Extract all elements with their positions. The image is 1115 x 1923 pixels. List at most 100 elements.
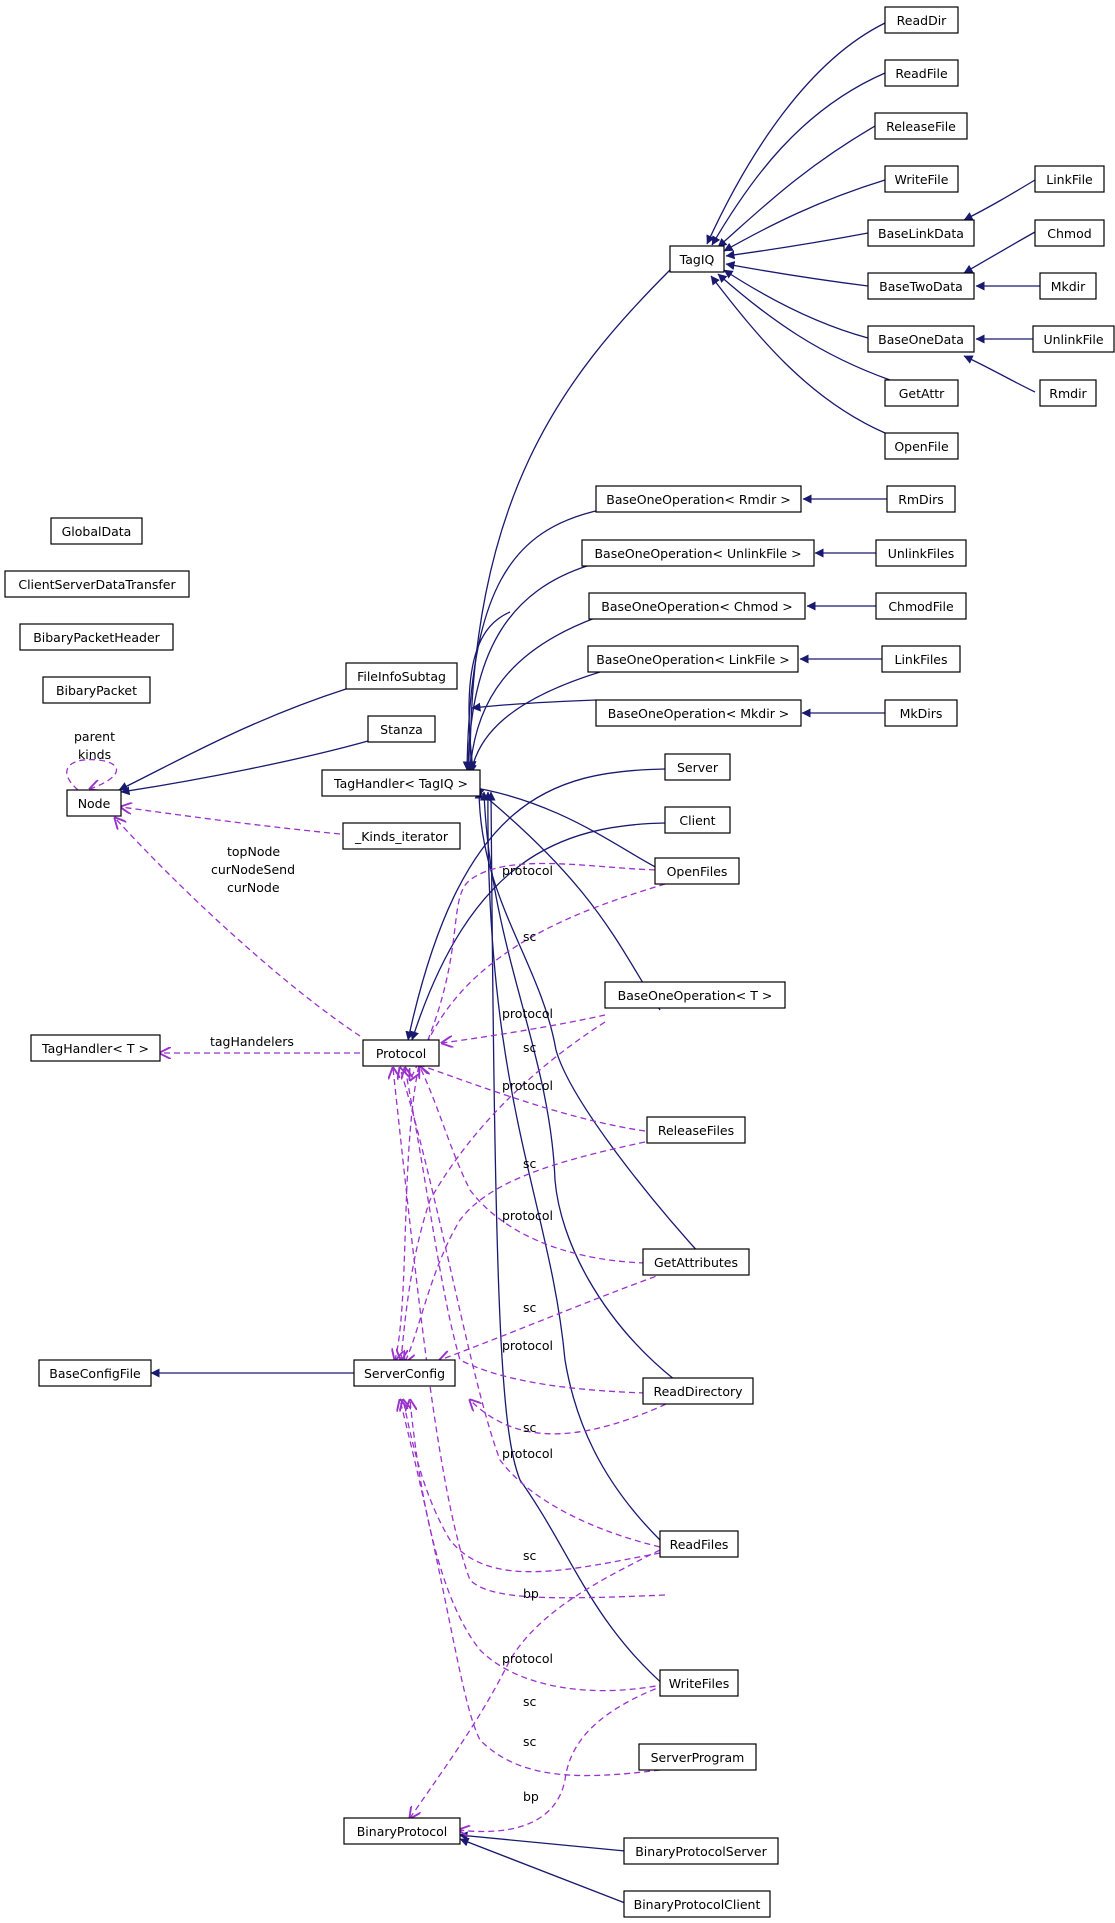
node-BaseOneOpUnlink[interactable]: BaseOneOperation< UnlinkFile > <box>581 539 815 567</box>
edge-label-kinds: kinds <box>78 747 111 762</box>
inheritance-edges <box>118 22 1040 1904</box>
node-label: BaseOneData <box>878 332 964 347</box>
node-WriteFiles[interactable]: WriteFiles <box>659 1669 739 1697</box>
node-label: MkDirs <box>900 706 943 721</box>
edge-label-protocol: protocol <box>502 1338 553 1353</box>
node-label: Rmdir <box>1049 386 1087 401</box>
edge-label-sc: sc <box>523 1420 537 1435</box>
node-BaseOneOpT[interactable]: BaseOneOperation< T > <box>604 981 786 1009</box>
node-label: BaseOneOperation< Mkdir > <box>608 706 790 721</box>
node-label: UnlinkFile <box>1043 332 1103 347</box>
node-LinkFiles[interactable]: LinkFiles <box>881 645 961 673</box>
node-WriteFile[interactable]: WriteFile <box>884 165 959 193</box>
node-Chmod[interactable]: Chmod <box>1034 219 1105 247</box>
node-Node[interactable]: Node <box>66 789 122 817</box>
node-BinaryProtocolClient[interactable]: BinaryProtocolClient <box>623 1890 771 1918</box>
edge-label-curnode: curNode <box>227 880 280 895</box>
node-label: BinaryProtocol <box>357 1824 448 1839</box>
node-label: Chmod <box>1047 226 1091 241</box>
node-label: ClientServerDataTransfer <box>18 577 176 592</box>
node-OpenFiles[interactable]: OpenFiles <box>654 857 740 885</box>
node-ReadDir[interactable]: ReadDir <box>884 6 959 34</box>
edge-label-topnode: topNode <box>227 844 280 859</box>
node-TagHandlerTagIQ[interactable]: TagHandler< TagIQ > <box>321 769 481 797</box>
node-Stanza[interactable]: Stanza <box>367 715 436 743</box>
node-BaseOneOpRmdir[interactable]: BaseOneOperation< Rmdir > <box>595 485 802 513</box>
edge-label-protocol: protocol <box>502 1208 553 1223</box>
node-BaseLinkData[interactable]: BaseLinkData <box>867 219 975 247</box>
node-MkDirs[interactable]: MkDirs <box>884 699 958 727</box>
node-ReleaseFiles[interactable]: ReleaseFiles <box>646 1116 746 1144</box>
node-label: Client <box>679 813 715 828</box>
node-ClientServerDataTransfer[interactable]: ClientServerDataTransfer <box>4 570 190 598</box>
node-ServerProgram[interactable]: ServerProgram <box>638 1743 757 1771</box>
edge-label-sc: sc <box>523 1300 537 1315</box>
edge-label-bp: bp <box>523 1789 539 1804</box>
node-UnlinkFiles[interactable]: UnlinkFiles <box>875 539 967 567</box>
edge-label-sc: sc <box>523 929 537 944</box>
node-label: UnlinkFiles <box>888 546 955 561</box>
node-BaseOneData[interactable]: BaseOneData <box>867 325 975 353</box>
node-BibaryPacket[interactable]: BibaryPacket <box>42 676 151 704</box>
node-BaseOneOpChmod[interactable]: BaseOneOperation< Chmod > <box>588 592 806 620</box>
node-label: ServerConfig <box>364 1366 445 1381</box>
node-ReadFiles[interactable]: ReadFiles <box>659 1530 739 1558</box>
node-Server[interactable]: Server <box>664 753 731 781</box>
node-RmDirs[interactable]: RmDirs <box>886 485 956 513</box>
node-label: GetAttr <box>899 386 945 401</box>
edge-label-protocol: protocol <box>502 1078 553 1093</box>
node-OpenFile[interactable]: OpenFile <box>884 432 959 460</box>
node-label: OpenFile <box>894 439 949 454</box>
node-GlobalData[interactable]: GlobalData <box>50 517 143 545</box>
edge-label-curnodesend: curNodeSend <box>211 862 295 877</box>
node-Protocol[interactable]: Protocol <box>362 1039 440 1067</box>
node-UnlinkFile[interactable]: UnlinkFile <box>1032 325 1115 353</box>
node-label: BinaryProtocolClient <box>634 1897 761 1912</box>
node-ServerConfig[interactable]: ServerConfig <box>353 1359 456 1387</box>
node-Rmdir[interactable]: Rmdir <box>1039 379 1097 407</box>
node-label: OpenFiles <box>667 864 728 879</box>
edge-label-bp: bp <box>523 1586 539 1601</box>
node-ReleaseFile[interactable]: ReleaseFile <box>874 112 968 140</box>
edge-label-parent: parent <box>74 729 115 744</box>
node-ChmodFile[interactable]: ChmodFile <box>875 592 967 620</box>
node-TagHandlerT[interactable]: TagHandler< T > <box>30 1034 161 1062</box>
node-BaseOneOpMkdir[interactable]: BaseOneOperation< Mkdir > <box>595 699 802 727</box>
node-BaseOneOpLink[interactable]: BaseOneOperation< LinkFile > <box>587 645 799 673</box>
node-Client[interactable]: Client <box>664 806 731 834</box>
node-label: WriteFile <box>895 172 949 187</box>
edge-label-protocol: protocol <box>502 863 553 878</box>
node-label: BibaryPacketHeader <box>33 630 160 645</box>
node-ReadDirectory[interactable]: ReadDirectory <box>642 1377 754 1405</box>
node-label: TagHandler< T > <box>41 1041 149 1056</box>
edge-labels: parent kinds topNode curNodeSend curNode… <box>74 729 553 1804</box>
node-label: GetAttributes <box>654 1255 738 1270</box>
node-BinaryProtocol[interactable]: BinaryProtocol <box>343 1817 461 1845</box>
node-GetAttr[interactable]: GetAttr <box>884 379 959 407</box>
edge-label-protocol: protocol <box>502 1006 553 1021</box>
node-KindsIterator[interactable]: _Kinds_iterator <box>342 822 461 850</box>
node-label: Stanza <box>380 722 423 737</box>
node-GetAttributes[interactable]: GetAttributes <box>642 1248 750 1276</box>
node-label: TagHandler< TagIQ > <box>333 776 468 791</box>
node-FileInfoSubtag[interactable]: FileInfoSubtag <box>345 662 458 690</box>
node-TagIQ[interactable]: TagIQ <box>669 245 725 273</box>
node-label: LinkFiles <box>894 652 947 667</box>
node-label: _Kinds_iterator <box>354 829 449 844</box>
node-ReadFile[interactable]: ReadFile <box>884 59 959 87</box>
node-label: TagIQ <box>679 252 715 267</box>
node-label: ChmodFile <box>888 599 954 614</box>
node-label: ServerProgram <box>651 1750 745 1765</box>
node-BinaryProtocolServer[interactable]: BinaryProtocolServer <box>623 1837 779 1865</box>
node-label: BaseOneOperation< LinkFile > <box>596 652 790 667</box>
edge-label-taghandelers: tagHandelers <box>210 1034 294 1049</box>
node-LinkFile[interactable]: LinkFile <box>1034 165 1105 193</box>
node-label: FileInfoSubtag <box>357 669 446 684</box>
node-Mkdir[interactable]: Mkdir <box>1039 272 1097 300</box>
node-BaseConfigFile[interactable]: BaseConfigFile <box>38 1359 152 1387</box>
node-label: BaseOneOperation< T > <box>618 988 773 1003</box>
node-label: Mkdir <box>1051 279 1086 294</box>
node-BibaryPacketHeader[interactable]: BibaryPacketHeader <box>19 623 174 651</box>
node-BaseTwoData[interactable]: BaseTwoData <box>867 272 975 300</box>
